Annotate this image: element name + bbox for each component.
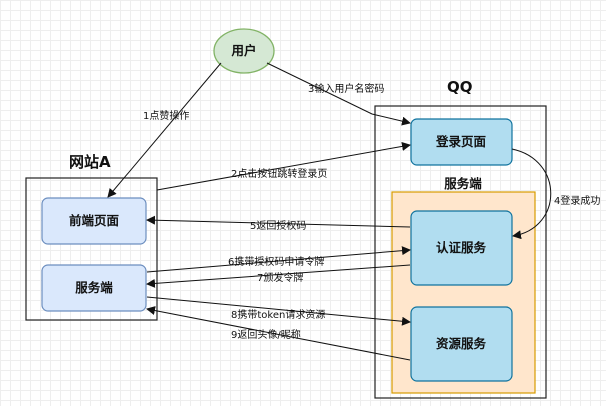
edge-5-arrow (146, 215, 411, 228)
edge-1-arrow (107, 62, 222, 198)
edge-7-label: 7颁发令牌 (257, 271, 303, 284)
auth-service-label: 认证服务 (436, 240, 487, 255)
login-page-node[interactable]: 登录页面 (410, 118, 513, 166)
auth-service-node[interactable]: 认证服务 (410, 210, 513, 286)
edge-7-arrow (146, 264, 411, 288)
site-server-label: 服务端 (75, 280, 113, 295)
edge-6-arrow (146, 246, 411, 273)
edge-3-label: 3输入用户名密码 (308, 82, 384, 95)
user-label: 用户 (230, 43, 256, 58)
frontend-page-label: 前端页面 (69, 213, 120, 228)
edge-2-arrow (156, 141, 411, 191)
resource-service-label: 资源服务 (436, 336, 487, 351)
edge-9-label: 9返回头像/昵称 (231, 328, 301, 341)
user-node[interactable]: 用户 (213, 28, 275, 74)
qq-server-title: 服务端 (444, 176, 482, 191)
qq-title: QQ (447, 78, 473, 96)
site-server-node[interactable]: 服务端 (41, 264, 147, 312)
edge-8-label: 8携带token请求资源 (231, 308, 325, 321)
edge-5-label: 5返回授权码 (250, 219, 306, 232)
login-page-label: 登录页面 (435, 134, 487, 149)
edge-2-label: 2点击按钮跳转登录页 (231, 167, 327, 180)
edge-9-arrow (146, 306, 411, 361)
resource-service-node[interactable]: 资源服务 (410, 306, 513, 382)
edge-8-arrow (146, 296, 411, 326)
edge-1-label: 1点赞操作 (143, 109, 189, 122)
website-a-title: 网站A (69, 153, 111, 171)
edge-3-arrow (266, 62, 411, 126)
website-a-container (25, 177, 158, 321)
qq-container (374, 105, 547, 399)
edge-4-arrow (511, 148, 552, 240)
edge-6-label: 6携带授权码申请令牌 (228, 255, 324, 268)
frontend-page-node[interactable]: 前端页面 (41, 197, 147, 245)
edge-4-label: 4登录成功 (554, 194, 600, 207)
